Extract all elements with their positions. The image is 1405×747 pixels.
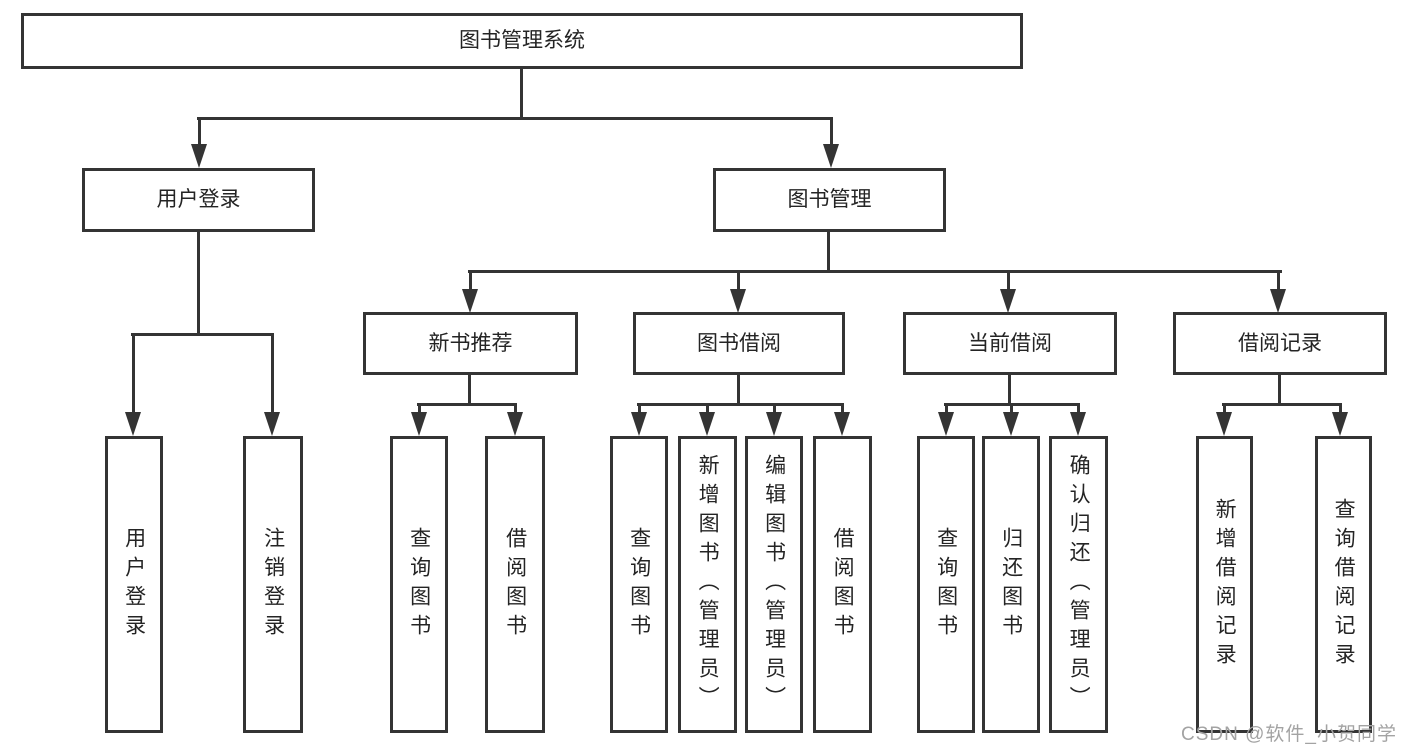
connector-line [737, 375, 740, 406]
arrowhead-down [191, 144, 207, 168]
connector-line [468, 375, 471, 406]
leaf-add-borrow-record: 新增借阅记录 [1196, 436, 1253, 733]
node-borrowing-records: 借阅记录 [1173, 312, 1387, 375]
leaf-query-books: 查询图书 [390, 436, 448, 733]
connector-line [1222, 403, 1342, 406]
connector-line [830, 117, 833, 150]
arrowhead-down [823, 144, 839, 168]
arrowhead-down [730, 289, 746, 313]
arrowhead-down [631, 412, 647, 436]
connector-line [1007, 270, 1010, 292]
arrowhead-down [1000, 289, 1016, 313]
node-new-book-recommendation: 新书推荐 [363, 312, 578, 375]
leaf-edit-books-admin: 编辑图书（管理员） [745, 436, 803, 733]
arrowhead-down [264, 412, 280, 436]
arrowhead-down [766, 412, 782, 436]
arrowhead-down [507, 412, 523, 436]
connector-line [706, 403, 709, 415]
connector-line [132, 333, 135, 414]
arrowhead-down [125, 412, 141, 436]
leaf-logout: 注销登录 [243, 436, 303, 733]
leaf-user-login: 用户登录 [105, 436, 163, 733]
connector-line [638, 403, 641, 415]
connector-line [469, 270, 472, 292]
leaf-return-books: 归还图书 [982, 436, 1040, 733]
connector-line [1277, 270, 1280, 292]
leaf-confirm-return-admin: 确认归还（管理员） [1049, 436, 1108, 733]
node-user-login: 用户登录 [82, 168, 315, 232]
node-library-management-system: 图书管理系统 [21, 13, 1023, 69]
connector-line [417, 403, 517, 406]
connector-line [737, 270, 740, 292]
leaf-borrow-books: 借阅图书 [485, 436, 545, 733]
leaf-query-books: 查询图书 [917, 436, 975, 733]
arrowhead-down [462, 289, 478, 313]
connector-line [1077, 403, 1080, 415]
connector-line [520, 69, 523, 119]
connector-line [1339, 403, 1342, 415]
arrowhead-down [1070, 412, 1086, 436]
connector-line [1010, 403, 1013, 415]
arrowhead-down [1216, 412, 1232, 436]
csdn-watermark: CSDN @软件_小贺同学 [1181, 724, 1397, 745]
connector-line [418, 403, 421, 415]
arrowhead-down [834, 412, 850, 436]
arrowhead-down [1332, 412, 1348, 436]
node-book-management: 图书管理 [713, 168, 946, 232]
arrowhead-down [938, 412, 954, 436]
leaf-borrow-books: 借阅图书 [813, 436, 872, 733]
connector-line [1008, 375, 1011, 406]
arrowhead-down [411, 412, 427, 436]
connector-line [514, 403, 517, 415]
leaf-query-books: 查询图书 [610, 436, 668, 733]
connector-line [827, 232, 830, 273]
connector-line [841, 403, 844, 415]
connector-line [468, 270, 1282, 273]
connector-line [1278, 375, 1281, 406]
node-current-borrowing: 当前借阅 [903, 312, 1117, 375]
connector-line [131, 333, 273, 336]
leaf-add-books-admin: 新增图书（管理员） [678, 436, 737, 733]
arrowhead-down [699, 412, 715, 436]
connector-line [271, 333, 274, 414]
connector-line [197, 117, 833, 120]
connector-line [945, 403, 948, 415]
arrowhead-down [1270, 289, 1286, 313]
node-book-borrowing: 图书借阅 [633, 312, 845, 375]
connector-line [773, 403, 776, 415]
arrowhead-down [1003, 412, 1019, 436]
leaf-query-borrow-record: 查询借阅记录 [1315, 436, 1372, 733]
connector-line [198, 117, 201, 150]
connector-line [1223, 403, 1226, 415]
connector-line [637, 403, 844, 406]
connector-line [197, 232, 200, 336]
